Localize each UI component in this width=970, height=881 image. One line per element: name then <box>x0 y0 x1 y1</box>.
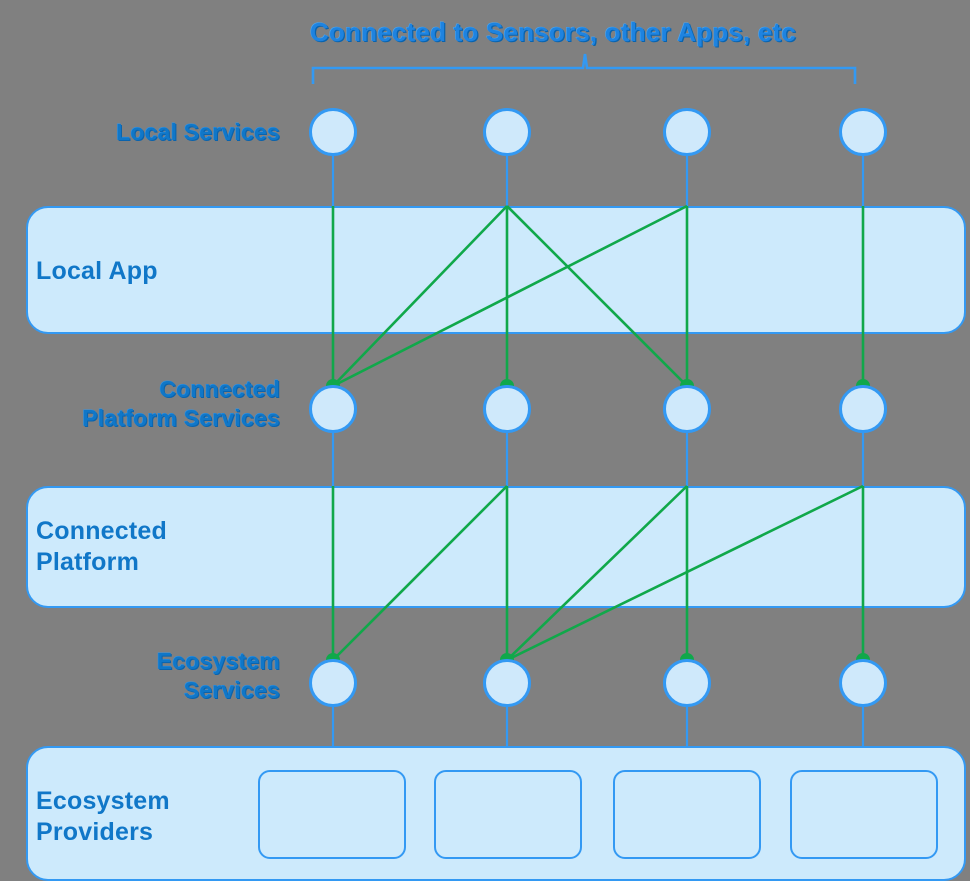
green-link-lower-2 <box>332 485 508 661</box>
provider-box-3[interactable] <box>613 770 761 859</box>
connected-platform-service-node-3[interactable] <box>663 385 711 433</box>
green-link-upper-4 <box>506 205 688 387</box>
panel-label-connected-platform: Connected Platform <box>36 517 167 577</box>
local-services-node-1[interactable] <box>309 108 357 156</box>
row-label-ecosystem-services: Ecosystem Services <box>156 648 280 704</box>
top-title: Connected to Sensors, other Apps, etc <box>310 17 797 47</box>
ecosystem-service-node-1[interactable] <box>309 659 357 707</box>
connected-platform-service-node-4[interactable] <box>839 385 887 433</box>
panel-connected-platform[interactable] <box>26 486 966 608</box>
ecosystem-service-node-3[interactable] <box>663 659 711 707</box>
row-label-connected-platform-services: Connected Platform Services <box>82 376 280 432</box>
green-link-upper-5 <box>332 204 688 388</box>
top-bracket <box>311 53 857 84</box>
green-link-lower-6 <box>506 484 864 662</box>
ecosystem-service-node-4[interactable] <box>839 659 887 707</box>
green-link-upper-2 <box>332 205 508 387</box>
ecosystem-service-node-2[interactable] <box>483 659 531 707</box>
provider-box-4[interactable] <box>790 770 938 859</box>
panel-local-app[interactable] <box>26 206 966 334</box>
local-services-node-2[interactable] <box>483 108 531 156</box>
provider-box-2[interactable] <box>434 770 582 859</box>
panel-label-ecosystem-providers: Ecosystem Providers <box>36 787 170 847</box>
local-services-node-3[interactable] <box>663 108 711 156</box>
panel-label-local-app: Local App <box>36 257 158 285</box>
local-services-node-4[interactable] <box>839 108 887 156</box>
green-link-lower-4 <box>506 485 688 661</box>
provider-box-1[interactable] <box>258 770 406 859</box>
row-label-local-services: Local Services <box>116 119 280 145</box>
connected-platform-service-node-2[interactable] <box>483 385 531 433</box>
connected-platform-service-node-1[interactable] <box>309 385 357 433</box>
